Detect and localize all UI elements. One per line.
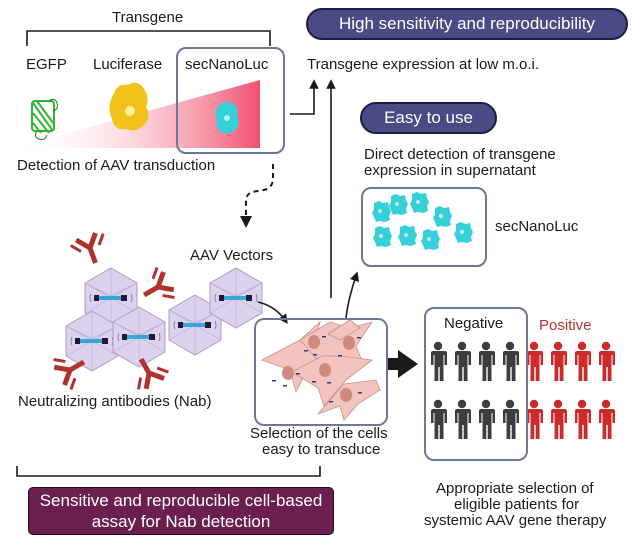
arrow-to-expression <box>290 79 319 115</box>
high-sensitivity-pill: High sensitivity and reproducibility <box>306 8 628 40</box>
supernatant-secnanoluc-label: secNanoLuc <box>495 218 579 235</box>
arrow-to-patients-head <box>398 350 418 378</box>
dashed-arrow-to-aav <box>240 164 274 228</box>
positive-patient-icon <box>527 341 543 381</box>
secnanoluc-protein-icon <box>215 101 239 134</box>
aav-vectors-label: AAV Vectors <box>190 247 274 264</box>
cells-illustration <box>261 319 381 421</box>
assay-bracket <box>16 466 321 477</box>
cells-caption-line1: Selection of the cells <box>250 425 388 442</box>
transgene-label-luciferase: Luciferase <box>93 56 163 73</box>
transgene-expression-text: Transgene expression at low m.o.i. <box>307 56 540 73</box>
arrow-aav-to-cells <box>257 301 288 324</box>
positive-patient-icon <box>575 341 591 381</box>
positive-label: Positive <box>539 317 592 334</box>
cells-caption-line2: easy to transduce <box>262 441 381 458</box>
antibody-icon <box>134 264 180 311</box>
secnanoluc-highlight-box <box>176 47 285 154</box>
negative-patients-box <box>424 307 528 461</box>
easy-to-use-pill: Easy to use <box>360 102 497 134</box>
supernatant-box <box>361 187 487 267</box>
negative-label: Negative <box>444 315 504 332</box>
positive-patient-icon <box>599 399 615 439</box>
antibody-icon <box>67 228 113 270</box>
luciferase-protein-icon <box>109 82 149 131</box>
positive-patient-icon <box>575 399 591 439</box>
positive-patient-icon <box>527 399 543 439</box>
egfp-protein-icon <box>31 98 58 140</box>
patients-caption-line3: systemic AAV gene therapy <box>424 512 607 529</box>
positive-patient-icon <box>599 341 615 381</box>
supernatant-text-line2: expression in supernatant <box>364 162 536 179</box>
patients-caption-line2: eligible patients for <box>454 496 580 513</box>
arrow-to-patients-shaft <box>386 358 398 370</box>
summary-line1: Sensitive and reproducible cell-based <box>39 491 323 510</box>
transgene-header: Transgene <box>112 9 184 26</box>
positive-patient-icon <box>551 341 567 381</box>
transduction-caption: Detection of AAV transduction <box>17 157 216 174</box>
patients-caption-line1: Appropriate selection of <box>436 480 594 497</box>
summary-banner: Sensitive and reproducible cell-based as… <box>28 487 334 535</box>
supernatant-text-line1: Direct detection of transgene <box>364 146 556 163</box>
transgene-label-secnanoluc: secNanoLuc <box>185 56 269 73</box>
arrow-from-cells-to-supernatant <box>345 271 360 319</box>
cells-box <box>254 318 388 426</box>
transgene-bracket <box>26 30 271 46</box>
nab-label: Neutralizing antibodies (Nab) <box>18 393 212 410</box>
transgene-label-egfp: EGFP <box>26 56 67 73</box>
positive-patient-icon <box>551 399 567 439</box>
summary-line2: assay for Nab detection <box>91 512 271 531</box>
